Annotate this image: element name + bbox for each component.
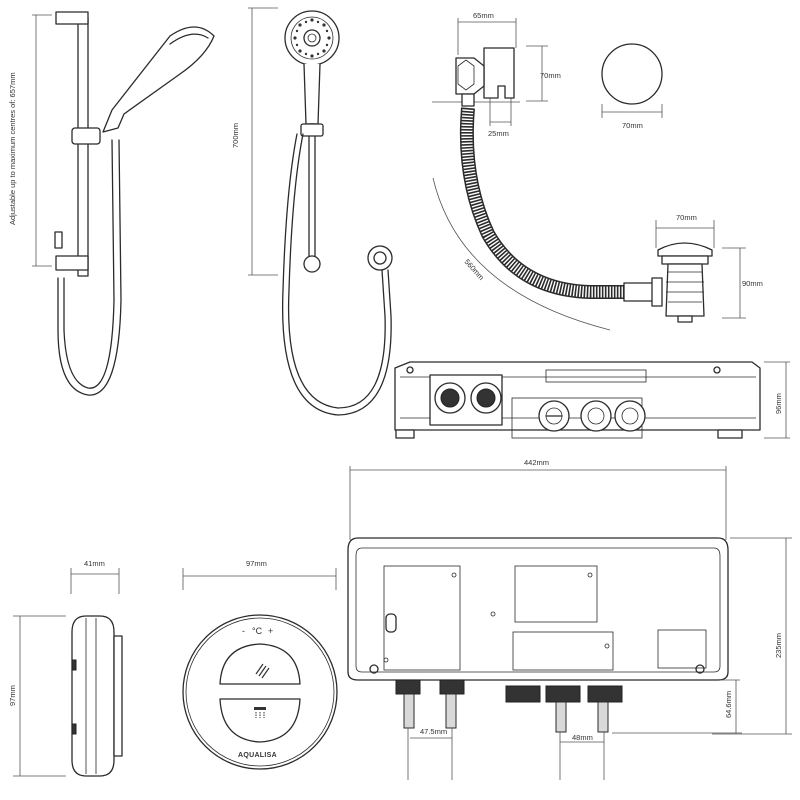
inlet-centres-label: 47.5mm	[420, 727, 447, 736]
bath-filler-waste-assembly: 65mm 70mm 25mm 70mm 560mm	[432, 11, 763, 331]
processor-unit-front-view: 96mm	[394, 361, 790, 439]
controller-width-label: 97mm	[246, 559, 267, 568]
waste-height-label: 90mm	[742, 279, 763, 288]
controller-front-view: 97mm - °C + AQUALISA	[182, 559, 338, 770]
controller-depth-label: 41mm	[84, 559, 105, 568]
brand-label: AQUALISA	[238, 752, 277, 759]
unit-height-label: 235mm	[774, 633, 783, 658]
rail-height-label: 700mm	[231, 123, 240, 148]
outlet-centres-label: 48mm	[572, 733, 593, 742]
controller-height-label: 97mm	[8, 685, 17, 706]
spray-nozzles	[293, 18, 331, 58]
cover-dia-label: 70mm	[622, 121, 643, 130]
slide-rail-side-view: Adjustable up to maximum centres of: 657…	[8, 11, 215, 396]
unit-width-label: 442mm	[524, 458, 549, 467]
outlet-width-label: 65mm	[473, 11, 494, 20]
slide-rail-front-view: 700mm	[231, 7, 393, 416]
hose-length-label: 560mm	[463, 257, 486, 282]
outlet-depth-label: 64.6mm	[724, 691, 733, 718]
rail-adjust-label: Adjustable up to maximum centres of: 657…	[8, 72, 17, 225]
temperature-unit: °C	[252, 626, 263, 636]
outlet-height-label: 70mm	[540, 71, 561, 80]
waste-dia-label: 70mm	[676, 213, 697, 222]
outlet-depth-label: 25mm	[488, 129, 509, 138]
handset-spray-icon	[255, 663, 270, 679]
temperature-plus: +	[268, 626, 273, 636]
controller-side-view: 41mm 97mm	[8, 559, 123, 777]
overhead-shower-icon	[254, 707, 266, 718]
temperature-minus: -	[242, 626, 245, 636]
unit-side-height-label: 96mm	[774, 393, 783, 414]
processor-unit-plan-view: 442mm 47.5mm 48mm 64.6m	[347, 458, 792, 780]
